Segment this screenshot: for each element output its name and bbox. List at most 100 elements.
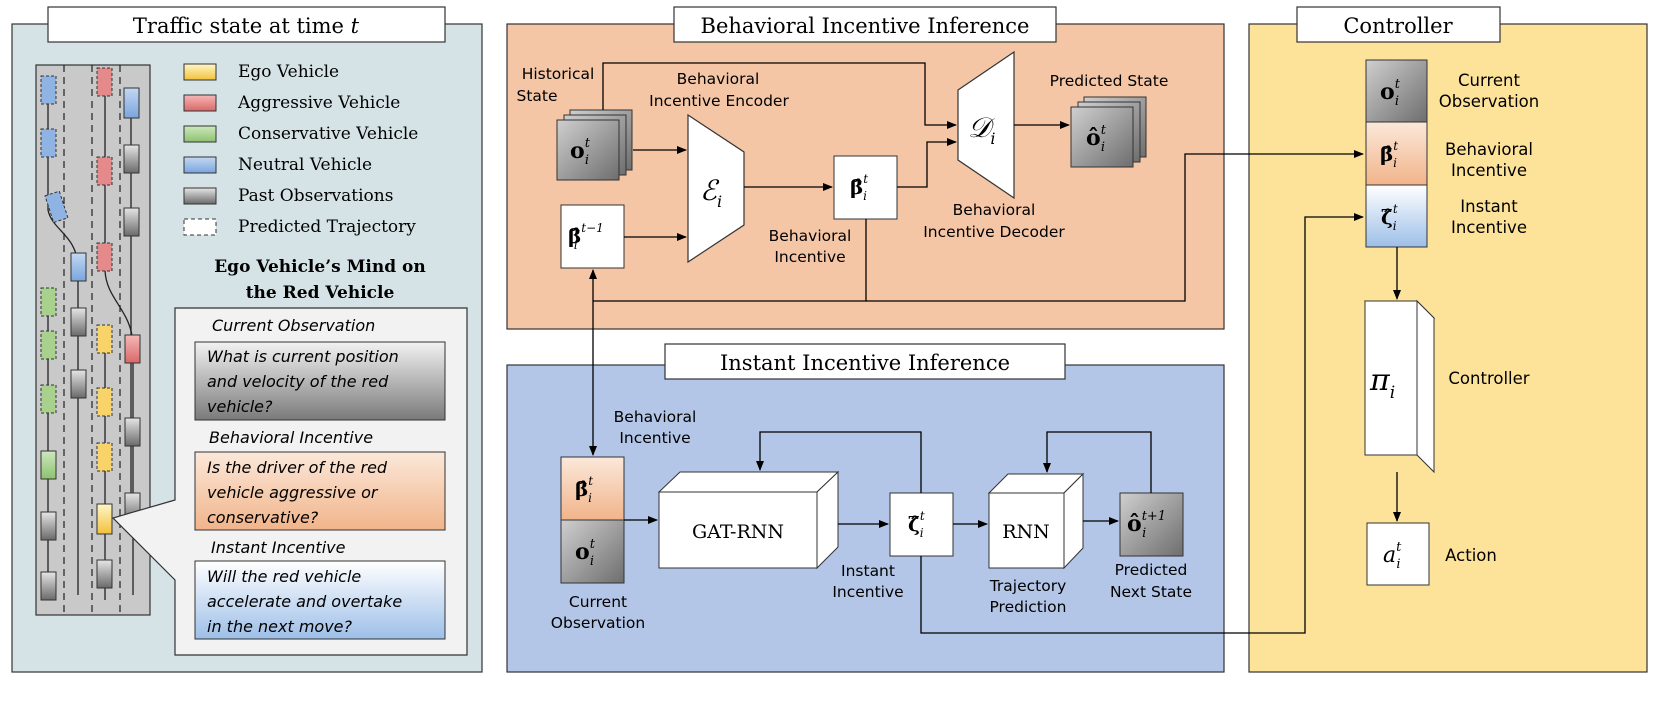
next-state-label-l2: Next State bbox=[1110, 583, 1192, 601]
legend-swatch-conservative bbox=[183, 125, 217, 143]
instant-title: Instant Incentive Inference bbox=[720, 351, 1010, 375]
svg-text:ôt+1i: ôt+1i bbox=[1127, 509, 1166, 541]
mind-q3-l2: accelerate and overtake bbox=[207, 592, 402, 611]
mind-header-behavioral: Behavioral Incentive bbox=[209, 428, 373, 447]
mind-q2-l3: conservative? bbox=[207, 508, 319, 527]
svg-text:β̂t−1i: β̂t−1i bbox=[568, 221, 604, 252]
svg-text:β̂ti: β̂ti bbox=[1380, 139, 1398, 170]
legend-swatch-aggressive bbox=[183, 94, 217, 112]
decoder-label-l1: Behavioral bbox=[953, 201, 1036, 219]
neutral-vehicle-predicted bbox=[40, 128, 57, 158]
svg-text:ôti: ôti bbox=[1086, 123, 1107, 155]
legend-label-neutral: Neutral Vehicle bbox=[238, 155, 372, 175]
ctrl-obs-label-l2: Observation bbox=[1439, 92, 1539, 111]
ctrl-bi-label-l2: Incentive bbox=[1451, 161, 1527, 180]
legend-swatch-neutral bbox=[183, 156, 217, 174]
legend-swatch-predicted bbox=[183, 218, 217, 236]
conservative-vehicle bbox=[40, 450, 57, 480]
svg-text:πi: πi bbox=[1369, 363, 1395, 403]
mind-q2-l1: Is the driver of the red bbox=[207, 458, 388, 477]
trajectory-label-l1: Trajectory bbox=[989, 577, 1067, 595]
neutral-vehicle bbox=[123, 87, 140, 119]
ego-vehicle-predicted bbox=[96, 387, 113, 417]
mind-q1-l2: and velocity of the red bbox=[207, 372, 389, 391]
bii-incentive-label-l2: Incentive bbox=[774, 248, 845, 266]
action-label: Action bbox=[1445, 546, 1497, 565]
encoder-block bbox=[687, 113, 745, 264]
past-observation bbox=[40, 511, 57, 541]
mind-callout: Current Observation What is current posi… bbox=[111, 307, 468, 656]
encoder-label-l2: Incentive Encoder bbox=[649, 92, 789, 110]
aggressive-vehicle-predicted bbox=[96, 242, 113, 272]
legend-label-past: Past Observations bbox=[238, 186, 393, 206]
svg-text:GAT-RNN: GAT-RNN bbox=[692, 521, 784, 543]
iii-current-label-l2: Observation bbox=[551, 614, 645, 632]
ctrl-obs-label-l1: Current bbox=[1458, 71, 1521, 90]
past-observation bbox=[40, 571, 57, 601]
past-observation bbox=[123, 207, 140, 237]
legend-label-aggressive: Aggressive Vehicle bbox=[237, 93, 400, 113]
aggressive-vehicle-predicted bbox=[96, 67, 113, 97]
past-observation bbox=[123, 144, 140, 174]
gat-rnn-block: GAT-RNN bbox=[657, 470, 840, 570]
policy-block: πi bbox=[1363, 299, 1436, 474]
legend: Ego Vehicle Aggressive Vehicle Conservat… bbox=[183, 62, 418, 237]
conservative-vehicle-predicted bbox=[40, 287, 57, 317]
encoder-label-l1: Behavioral bbox=[677, 70, 760, 88]
iii-connectors bbox=[624, 213, 1364, 634]
past-observation bbox=[124, 417, 141, 447]
behavioral-title: Behavioral Incentive Inference bbox=[701, 14, 1030, 38]
controller-label: Controller bbox=[1448, 369, 1529, 388]
legend-label-predicted: Predicted Trajectory bbox=[238, 217, 416, 237]
svg-text:oti: oti bbox=[575, 537, 596, 569]
past-observation bbox=[70, 307, 87, 337]
svg-text:oti: oti bbox=[570, 136, 591, 168]
mind-q2-l2: vehicle aggressive or bbox=[207, 483, 379, 502]
predicted-state-label: Predicted State bbox=[1050, 72, 1169, 90]
historical-state-label-l2: State bbox=[516, 87, 557, 105]
mind-q3-l3: in the next move? bbox=[207, 617, 353, 636]
mind-title-line2: the Red Vehicle bbox=[246, 283, 395, 303]
mind-header-instant: Instant Incentive bbox=[211, 538, 346, 557]
legend-swatch-past bbox=[183, 187, 217, 205]
iii-instant-label-l1: Instant bbox=[841, 562, 895, 580]
aggressive-vehicle bbox=[124, 334, 141, 364]
next-state-label-l1: Predicted bbox=[1115, 561, 1188, 579]
ego-vehicle-predicted bbox=[96, 442, 113, 472]
neutral-vehicle-predicted bbox=[44, 190, 69, 224]
historical-state-label-l1: Historical bbox=[522, 65, 595, 83]
legend-label-ego: Ego Vehicle bbox=[238, 62, 339, 82]
ctrl-bi-label-l1: Behavioral bbox=[1445, 140, 1533, 159]
conservative-vehicle-predicted bbox=[40, 384, 57, 414]
decoder-block bbox=[957, 50, 1015, 200]
rnn-block: RNN bbox=[987, 472, 1085, 570]
ctrl-ii-label-l1: Instant bbox=[1460, 197, 1518, 216]
decoder-label-l2: Incentive Decoder bbox=[923, 223, 1065, 241]
svg-text:ζ̂ti: ζ̂ti bbox=[908, 509, 925, 540]
ego-vehicle bbox=[96, 503, 113, 535]
mind-title-line1: Ego Vehicle’s Mind on bbox=[214, 257, 426, 277]
iii-current-label-l1: Current bbox=[569, 593, 627, 611]
controller-panel bbox=[1248, 23, 1648, 673]
controller-title: Controller bbox=[1343, 14, 1453, 38]
conservative-vehicle-predicted bbox=[40, 330, 57, 360]
neutral-vehicle-predicted bbox=[40, 75, 57, 105]
bii-incentive-label-l1: Behavioral bbox=[769, 227, 852, 245]
bii-connectors bbox=[589, 62, 1364, 456]
trajectory-label-l2: Prediction bbox=[989, 598, 1066, 616]
svg-text:ati: ati bbox=[1383, 540, 1402, 572]
svg-text:RNN: RNN bbox=[1002, 521, 1050, 543]
mind-q3-l1: Will the red vehicle bbox=[207, 567, 361, 586]
aggressive-vehicle-predicted bbox=[96, 156, 113, 186]
encoder-symbol: ℰi bbox=[700, 174, 722, 211]
traffic-title: Traffic state at time t bbox=[133, 14, 360, 38]
legend-label-conservative: Conservative Vehicle bbox=[238, 124, 418, 144]
